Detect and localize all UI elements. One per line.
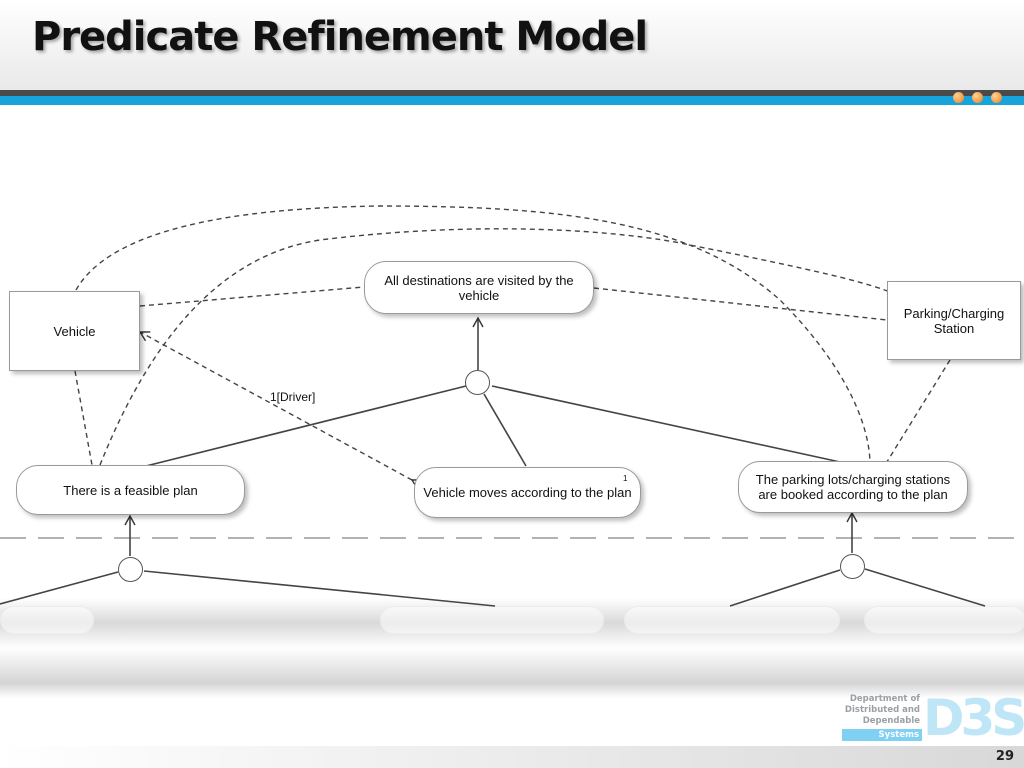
arc-plan-to-parking [99, 228, 891, 466]
department-logo-bar: Systems [842, 729, 922, 741]
driver-association [138, 331, 423, 490]
predicate-lots-booked-label: The parking lots/charging stations are b… [755, 472, 951, 502]
refinement-node-lots[interactable] [840, 554, 865, 579]
dash-vehicle-plan [74, 370, 93, 466]
decor-dot-icon [972, 92, 983, 103]
page-number: 29 [995, 749, 1014, 764]
edge-lots-left [729, 569, 841, 607]
multiplicity-label: 1 [623, 474, 628, 483]
predicate-all-destinations[interactable]: All destinations are visited by the vehi… [364, 261, 594, 314]
dash-destinations-parking [593, 287, 888, 321]
header-band-blue [0, 96, 1024, 105]
department-logo-text: Department of Distributed and Dependable [844, 694, 920, 726]
ghost-node [380, 606, 604, 634]
header-band-line [0, 105, 1024, 107]
vehicle-entity-label: Vehicle [53, 323, 96, 339]
edge-top-plan [129, 385, 467, 471]
edge-top-lots [491, 385, 841, 463]
d3s-logo-icon: D3S [923, 689, 1024, 747]
slide-title: Predicate Refinement Model [32, 14, 648, 60]
refinement-node-plan[interactable] [118, 557, 143, 582]
refinement-node-top[interactable] [465, 370, 490, 395]
header-band-dark [0, 90, 1024, 96]
ghost-node [624, 606, 840, 634]
decor-dot-icon [953, 92, 964, 103]
parking-station-entity-label: Parking/Charging Station [903, 305, 1005, 336]
predicate-feasible-plan-label: There is a feasible plan [63, 482, 198, 498]
edge-plan-right [143, 570, 496, 607]
footer-bar [0, 746, 1024, 768]
ghost-node [0, 606, 94, 634]
parking-station-entity[interactable]: Parking/Charging Station [887, 281, 1021, 360]
dash-vehicle-destinations [139, 286, 365, 307]
driver-role-label: 1[Driver] [270, 390, 316, 404]
edge-lots-right [864, 568, 986, 607]
dash-parking-lots [884, 359, 951, 466]
decor-dot-icon [991, 92, 1002, 103]
department-logo-systems: Systems [878, 730, 919, 740]
predicate-feasible-plan[interactable]: There is a feasible plan [16, 465, 245, 515]
vehicle-entity[interactable]: Vehicle [9, 291, 140, 371]
predicate-vehicle-moves-label: Vehicle moves according to the plan [423, 485, 632, 500]
predicate-vehicle-moves[interactable]: Vehicle moves according to the plan [414, 467, 641, 518]
edge-top-moves [483, 393, 527, 467]
predicate-lots-booked[interactable]: The parking lots/charging stations are b… [738, 461, 968, 513]
ghost-node [864, 606, 1024, 634]
predicate-all-destinations-label: All destinations are visited by the vehi… [384, 272, 574, 303]
arc-vehicle-to-parking [75, 205, 871, 466]
title-bar: Predicate Refinement Model [0, 0, 1024, 90]
edge-plan-left [0, 571, 119, 605]
